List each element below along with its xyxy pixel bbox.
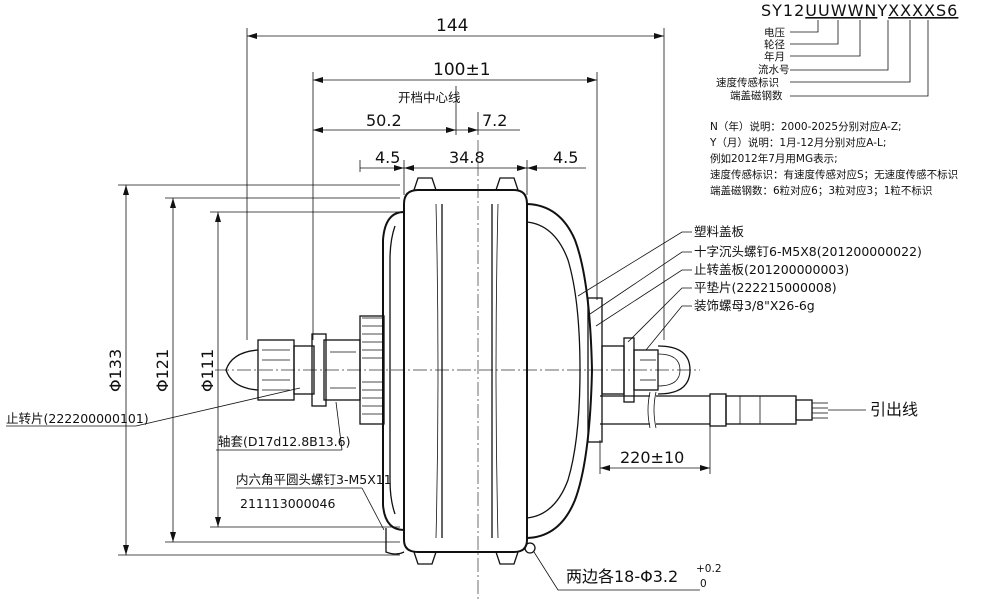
note-example: 例如2012年7月用MG表示; (710, 152, 838, 165)
label-anti-rotation-cover: 止转盖板(201200000003) (694, 262, 849, 277)
dim-overall-width: 144 (436, 16, 468, 36)
dim-right-offset: 7.2 (482, 111, 507, 130)
note-magnets: 端盖磁钢数：6粒对应6；3粒对应3；1粒不标识 (710, 184, 932, 197)
model-code-x1: X (888, 1, 900, 20)
label-plastic-cover: 塑料盖板 (694, 224, 745, 239)
model-code-x4: X (924, 1, 936, 20)
label-axle-sleeve: 轴套(D17d12.8B13.6) (218, 434, 350, 449)
model-code-n: N (864, 1, 877, 20)
notes-block: N（年）说明：2000-2025分别对应A-Z; Y（月）说明：1月-12月分别… (709, 120, 958, 197)
motor-body (215, 140, 700, 600)
label-flat-washer: 平垫片(222215000008) (694, 280, 837, 295)
svg-text:SY12UUWWNYXXXXS6: SY12UUWWNYXXXXS6 (761, 1, 958, 20)
model-code-y: Y (876, 1, 888, 20)
code-legend-speed-sensor: 速度传感标识 (716, 76, 779, 89)
label-hex-screw-code: 211113000046 (240, 496, 335, 511)
model-code-prefix: SY12 (761, 1, 805, 20)
model-code-u1: U (805, 1, 818, 20)
dim-hub-width: 34.8 (449, 148, 485, 167)
model-code-u2: U (818, 1, 831, 20)
left-axle (225, 315, 385, 425)
left-callouts: 止转片(222200000101) 轴套(D17d12.8B13.6) 内六角平… (6, 387, 392, 531)
model-code-w2: W (848, 1, 865, 20)
note-month: Y（月）说明：1月-12月分别对应A-L; (709, 136, 886, 149)
top-dimensions: 144 100±1 开档中心线 50.2 7.2 4.5 34.8 4.5 (246, 16, 665, 340)
dim-flange-right: 4.5 (553, 148, 578, 167)
model-code-x3: X (912, 1, 924, 20)
code-legend-voltage: 电压 (764, 26, 785, 39)
code-legend-magnets: 端盖磁钢数 (730, 89, 783, 102)
label-anti-rotation-washer: 止转片(222200000101) (6, 411, 149, 426)
model-code-six: 6 (947, 1, 958, 20)
dim-spoke-holes: 两边各18-Φ3.2 (566, 567, 678, 586)
dim-flange-left: 4.5 (375, 148, 400, 167)
model-code-x2: X (900, 1, 912, 20)
dim-left-offset: 50.2 (366, 111, 402, 130)
label-dropout-center: 开档中心线 (398, 90, 461, 105)
cable-dimension: 220±10 (599, 426, 711, 474)
code-legend-wheel-size: 轮径 (764, 38, 785, 51)
code-legend-year-month: 年月 (764, 50, 785, 63)
model-code-s: S (936, 1, 947, 20)
label-cross-screw: 十字沉头螺钉6-M5X8(201200000022) (694, 244, 922, 259)
model-code-block: SY12UUWWNYXXXXS6 电压 轮径 年月 流水号 速度传感标识 端盖磁… (716, 1, 958, 102)
dim-spoke-tol-lower: 0 (700, 578, 707, 590)
dim-diameter-111: Φ111 (198, 349, 217, 392)
model-code-w1: W (831, 1, 848, 20)
spoke-holes-callout: 两边各18-Φ3.2 +0.2 0 (533, 551, 722, 591)
dim-flange-span: 100±1 (433, 60, 491, 80)
dim-diameter-121: Φ121 (153, 349, 172, 392)
label-hex-screw: 内六角平圆头螺钉3-M5X11 (236, 472, 392, 487)
right-callouts: 塑料盖板 十字沉头螺钉6-M5X8(201200000022) 止转盖板(201… (577, 224, 922, 419)
code-legend-serial: 流水号 (758, 63, 790, 76)
note-speed-sensor: 速度传感标识：有速度传感对应S；无速度传感不标识 (710, 168, 958, 181)
dim-cable-length: 220±10 (620, 448, 684, 467)
label-decor-nut: 装饰螺母3/8"X26-6g (694, 298, 815, 313)
diameter-dimensions: Φ133 Φ121 Φ111 (106, 184, 400, 556)
note-year: N（年）说明：2000-2025分别对应A-Z; (710, 120, 902, 133)
right-axle (587, 297, 828, 443)
dim-diameter-133: Φ133 (106, 349, 125, 392)
label-lead-wire: 引出线 (870, 400, 918, 419)
dim-spoke-tol-upper: +0.2 (696, 563, 722, 575)
